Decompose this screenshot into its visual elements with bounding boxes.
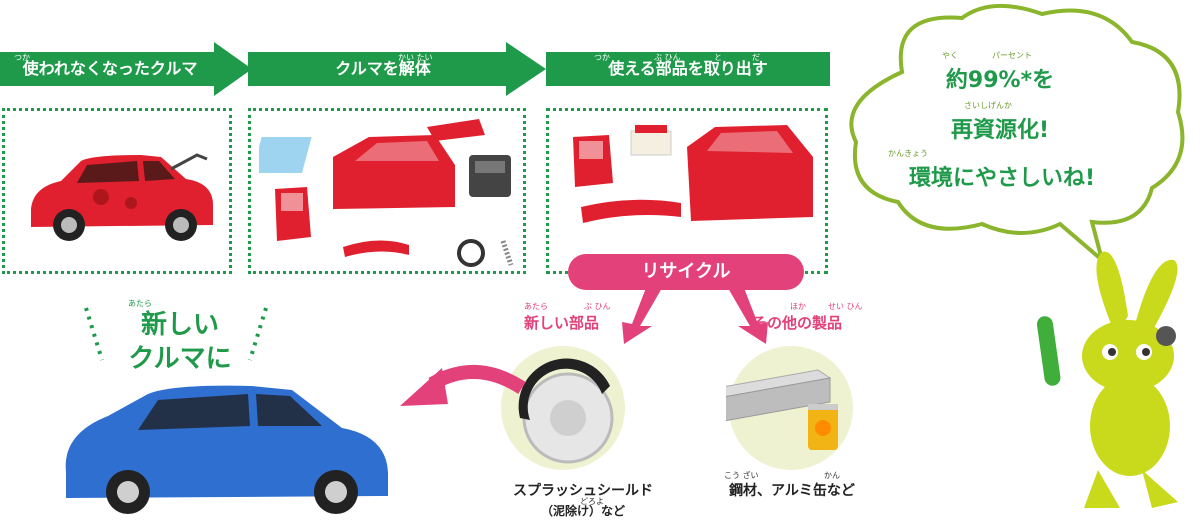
step-1-ruby: つか — [14, 53, 30, 62]
splash-shield-illustration — [501, 346, 625, 470]
step-2-label: クルマを解体 — [335, 59, 431, 78]
arrow-banner-shape — [546, 52, 830, 86]
step-3-ruby-4: だ — [752, 53, 760, 62]
new-parts-ruby-2: ぶ ひん — [584, 302, 611, 311]
new-car-line-1: 新しい — [140, 310, 219, 340]
step-banner-2: かい たい クルマを解体 — [248, 42, 550, 96]
bubble-line2-ruby: さいしげんか — [964, 101, 1012, 110]
rabbit-mascot — [1036, 251, 1178, 508]
sparkle-dots — [84, 307, 268, 361]
panel-dismantle — [248, 108, 526, 274]
bubble-line1-ruby-2: パーセント — [992, 51, 1032, 60]
other-products-label: その他の製品 — [752, 314, 843, 332]
splash-ruby: どろよ — [580, 497, 604, 506]
bubble-line-3: 環境にやさしいね! — [908, 166, 1096, 191]
step-banner-1: つか 使われなくなったクルマ — [0, 42, 254, 96]
recycle-split-arrows — [622, 288, 768, 344]
dismantled-parts-illustration — [259, 119, 514, 267]
other-products-ruby-1: ほか — [790, 302, 806, 311]
recycle-pill: リサイクル — [568, 254, 804, 290]
panel-old-car — [2, 108, 232, 274]
bubble-line-1: 約99%*を — [945, 68, 1055, 93]
step-1-label: 使われなくなったクルマ — [22, 59, 198, 78]
splash-caption-2: （泥除け）など — [540, 504, 625, 518]
bubble-line3-ruby: かんきょう — [888, 149, 928, 158]
new-car-ruby: あたら — [128, 299, 152, 308]
steel-caption: 鋼材、アルミ缶など — [729, 483, 855, 499]
arrow-banner-shape — [248, 42, 546, 96]
red-car-illustration — [31, 153, 213, 241]
step-banner-3: つか ぶ ひん と だ 使える部品を取り出す — [546, 42, 830, 96]
step-3-ruby-2: ぶ ひん — [654, 53, 681, 62]
back-to-car-arrow — [400, 364, 526, 406]
usable-parts-illustration — [573, 125, 813, 223]
splash-caption-1: スプラッシュシールド — [513, 483, 653, 499]
step-2-ruby: かい たい — [398, 53, 433, 62]
blue-car-illustration — [65, 385, 389, 514]
new-parts-ruby-1: あたら — [524, 302, 548, 311]
bubble-line1-ruby-1: やく — [942, 51, 958, 60]
panel-parts — [546, 108, 828, 274]
steel-ruby-1: こう ざい — [724, 471, 759, 480]
steel-ruby-2: かん — [824, 471, 840, 480]
new-parts-label: 新しい部品 — [524, 314, 600, 332]
steel-can-illustration — [726, 346, 853, 470]
other-products-ruby-2: せい ひん — [828, 302, 863, 311]
arrow-banner-shape — [0, 42, 252, 96]
step-3-ruby-3: と — [714, 53, 722, 62]
speech-bubble-cloud — [849, 4, 1185, 264]
bubble-line-2: 再資源化! — [950, 118, 1050, 143]
step-3-ruby-1: つか — [594, 53, 610, 62]
recycle-label: リサイクル — [641, 261, 731, 282]
step-3-label: 使える部品を取り出す — [608, 59, 768, 78]
new-car-line-2: クルマに — [128, 344, 232, 374]
